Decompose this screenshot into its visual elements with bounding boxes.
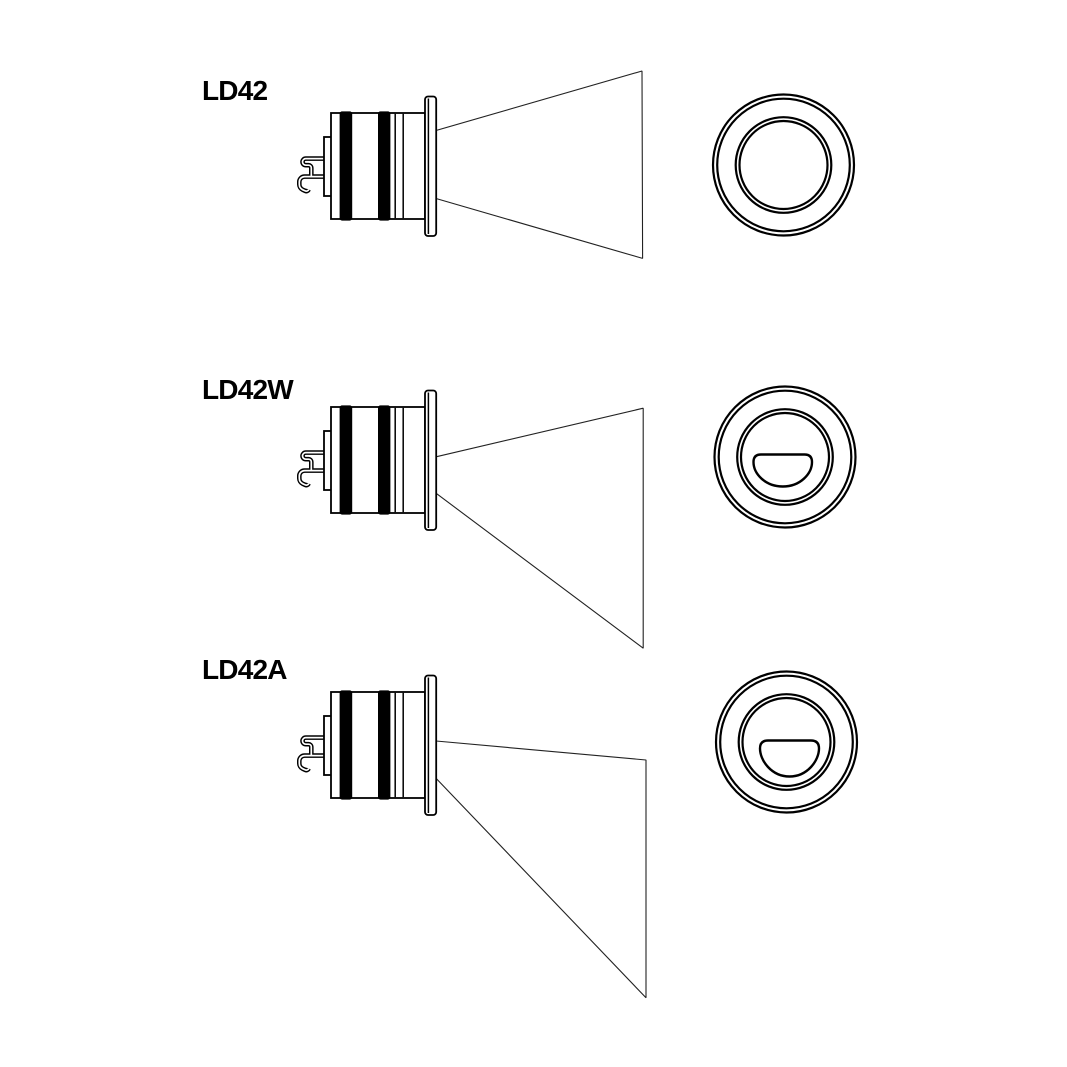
ld42-row: LD42 (202, 70, 856, 259)
ld42a-beam-cone (435, 740, 647, 999)
ld42-front-view (711, 93, 856, 237)
ld42a-row: LD42A (202, 654, 859, 999)
ld42a-label: LD42A (202, 654, 287, 685)
ld42w-beam-cone (435, 407, 644, 649)
ld42w-label: LD42W (202, 374, 294, 405)
ld42-beam-cone (435, 70, 644, 259)
ld42w-side-view (299, 391, 436, 531)
ld42w-front-shield (752, 453, 814, 488)
ld42-label: LD42 (202, 75, 267, 106)
ld42a-front-shield (758, 739, 821, 778)
ld42w-row: LD42W (202, 374, 857, 649)
ld42a-side-view (299, 676, 436, 816)
ld42-side-view (299, 97, 436, 237)
